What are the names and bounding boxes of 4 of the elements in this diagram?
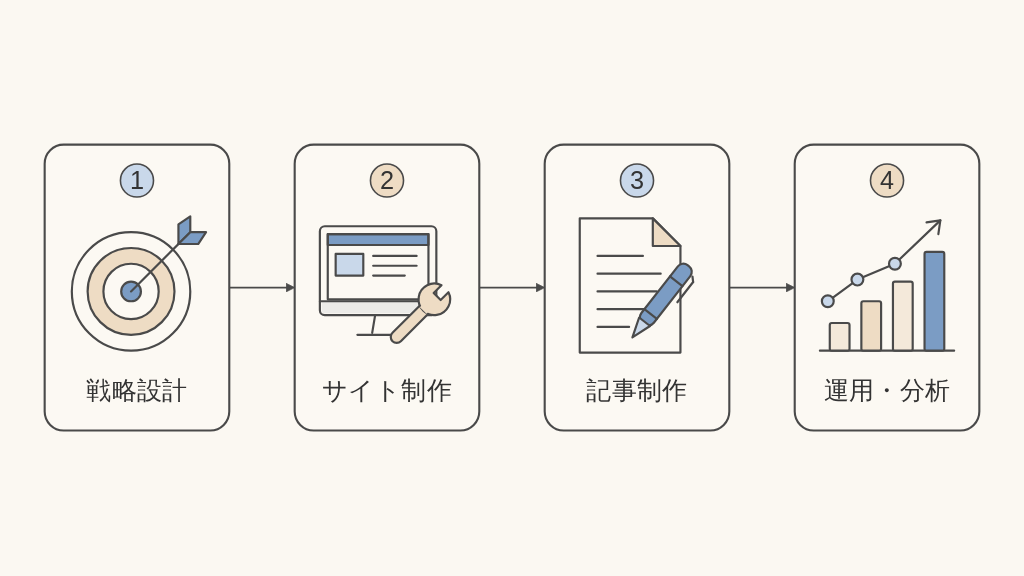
node-circle: 3 <box>619 163 655 199</box>
node-circle: 4 <box>869 163 905 199</box>
node-circle: 1 <box>119 163 155 199</box>
node-circle: 2 <box>369 163 405 199</box>
